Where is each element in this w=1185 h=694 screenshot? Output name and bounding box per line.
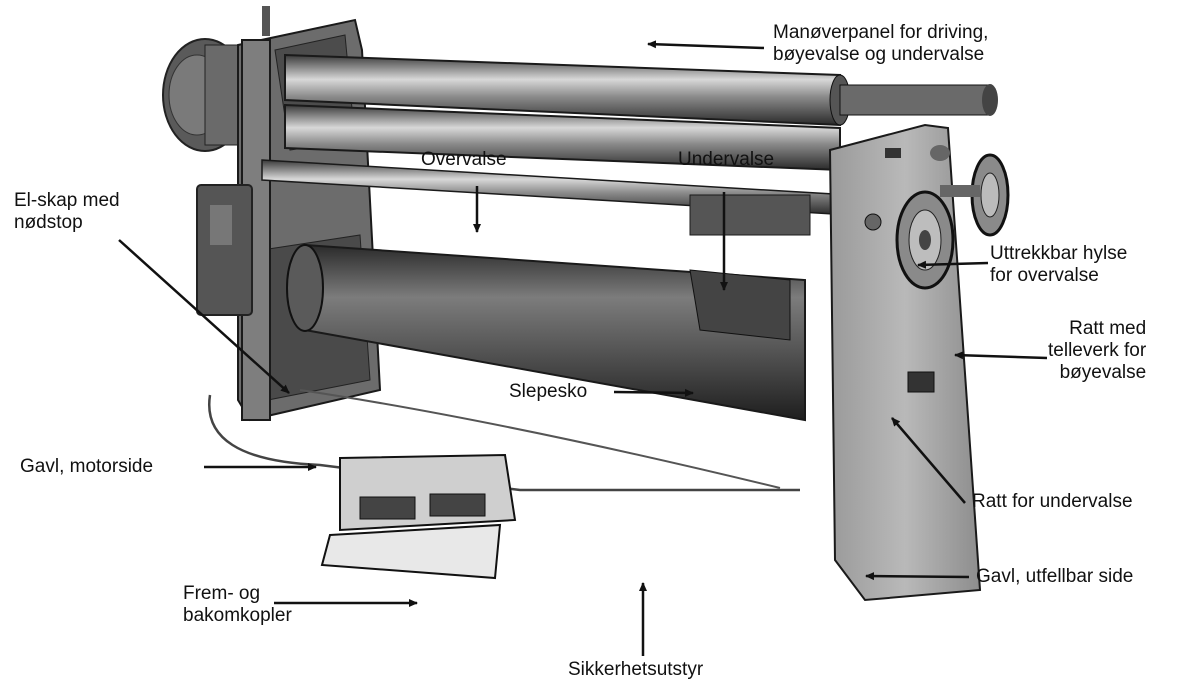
- handwheel-counter: [940, 153, 1010, 237]
- safety-wire: [207, 394, 800, 492]
- label-el-skap: El-skap med nødstop: [14, 190, 120, 233]
- handwheel-large: [895, 190, 955, 290]
- lower-roll: [286, 243, 806, 422]
- top-roll: [284, 53, 998, 127]
- callout-arrows: [118, 40, 1048, 656]
- label-undervalse: Undervalse: [678, 149, 775, 170]
- label-slepesko: Slepesko: [509, 381, 588, 402]
- label-uttrekkbar-hylse: Uttrekkbar hylse for overvalse: [990, 243, 1128, 286]
- label-sikkerhetsutstyr: Sikkerhetsutstyr: [568, 659, 704, 680]
- label-ratt-for-undervalse: Ratt for undervalse: [972, 491, 1133, 512]
- label-overvalse: Overvalse: [421, 149, 507, 170]
- top-right-knob: [930, 145, 950, 161]
- label-frem-bakomkopler: Frem- og bakomkopler: [183, 583, 292, 626]
- label-ratt-telleverk: Ratt med telleverk for bøyevalse: [1048, 318, 1147, 383]
- label-manoeverpanel: Manøverpanel for driving, bøyevalse og u…: [773, 22, 989, 65]
- foot-pedal-box: [320, 453, 517, 580]
- label-gavl-utfellbar: Gavl, utfellbar side: [976, 566, 1134, 587]
- label-gavl-motorside: Gavl, motorside: [20, 456, 154, 477]
